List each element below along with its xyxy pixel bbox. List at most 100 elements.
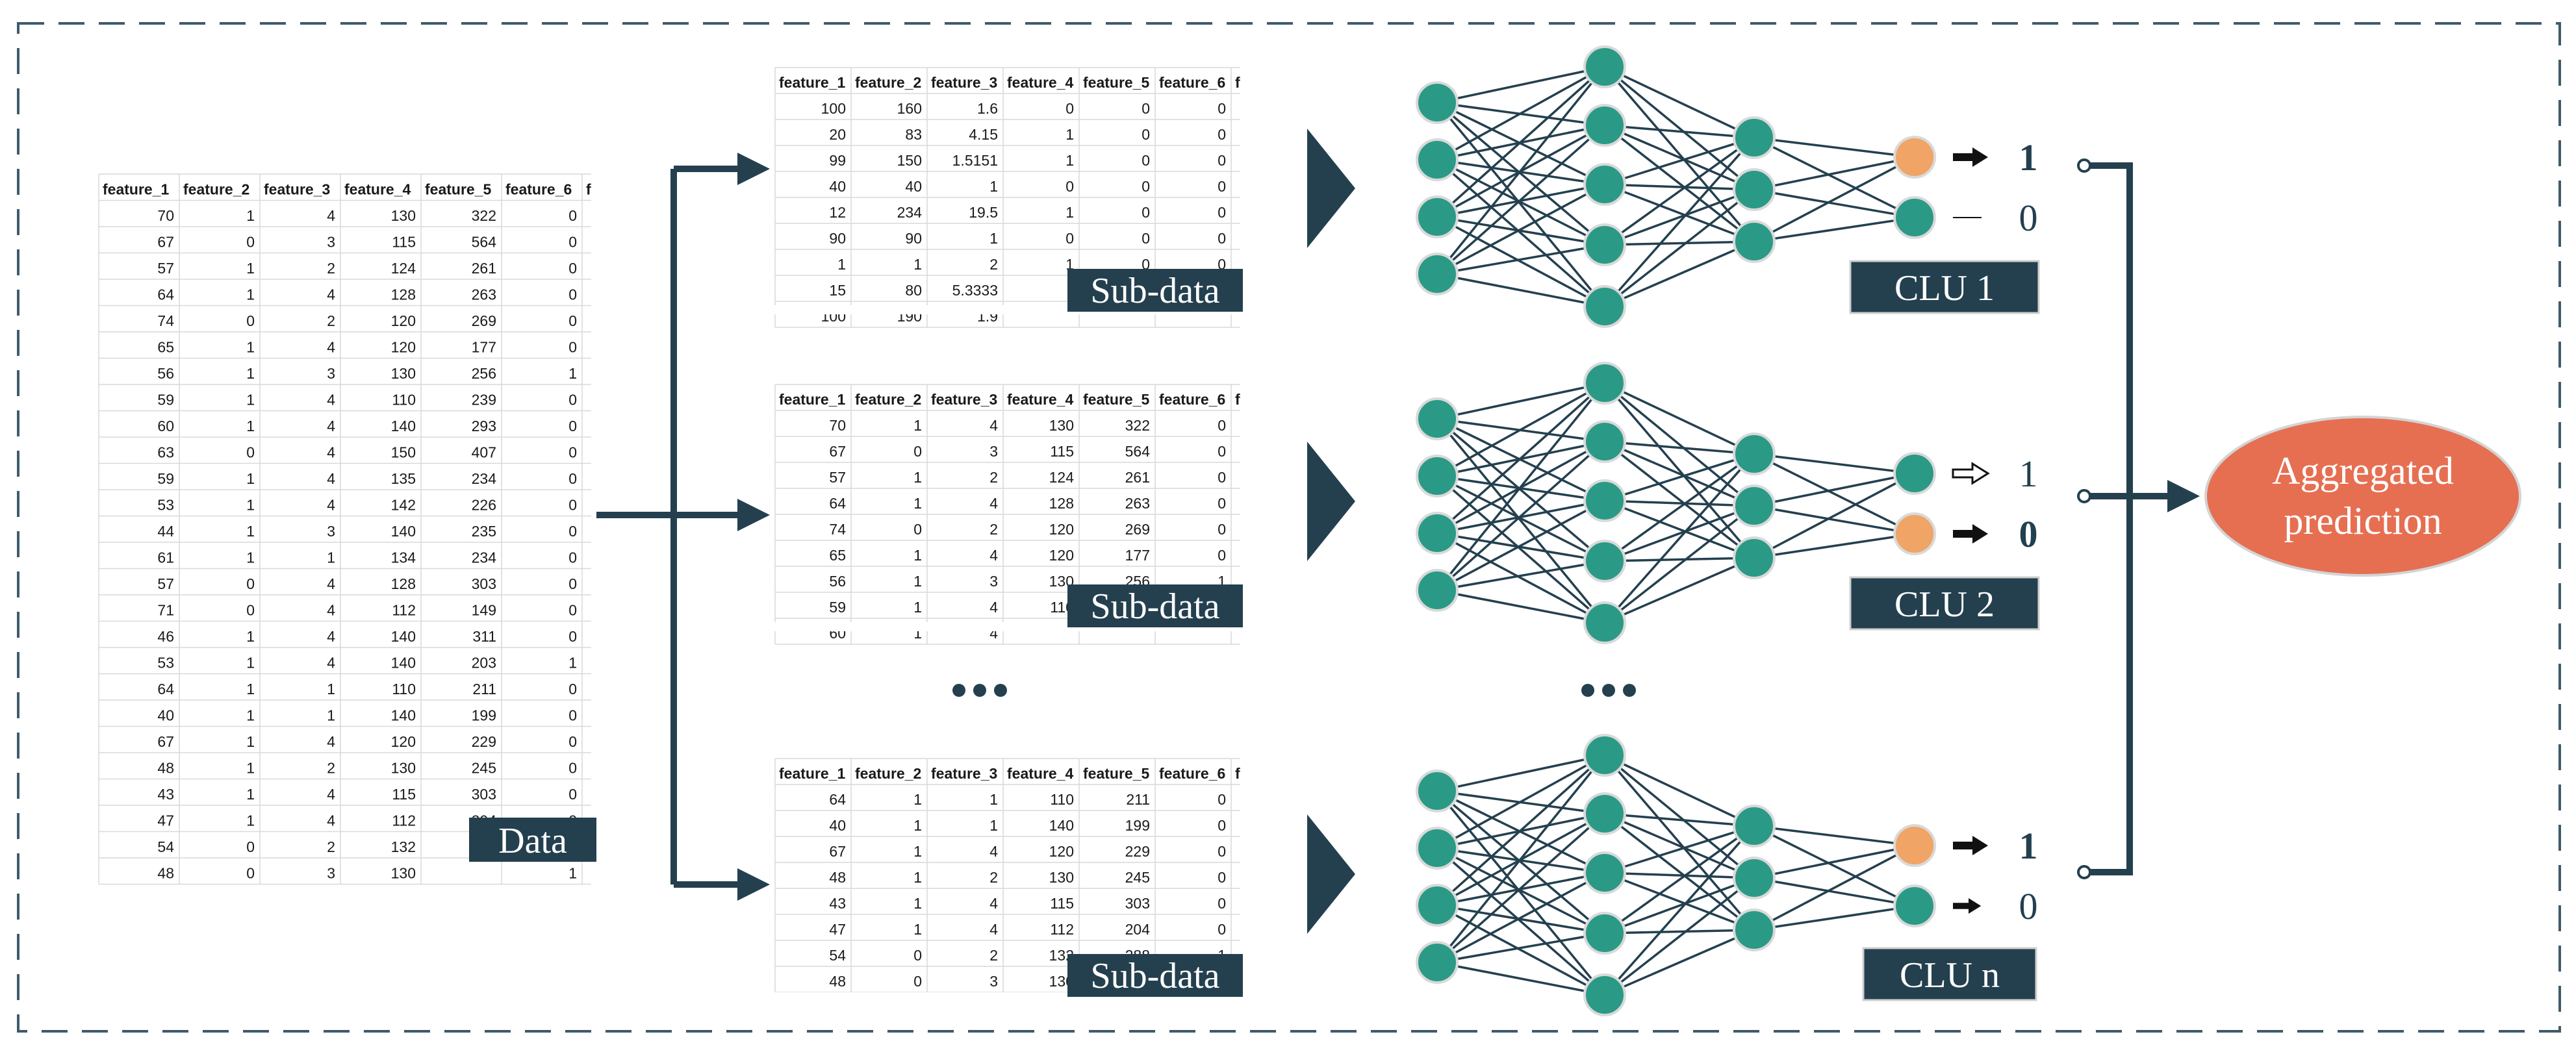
subdata-label-1: Sub-data [1067, 269, 1243, 312]
network-edge [1604, 183, 1755, 243]
table-cell: 19.5 [969, 204, 998, 221]
network-edge [1436, 754, 1605, 849]
network-edge [1753, 136, 1915, 219]
table-cell: 4 [327, 444, 335, 461]
table-cell: 2 [327, 260, 335, 277]
network-edge [1604, 557, 1755, 562]
table-cell: 71 [157, 602, 174, 619]
play-triangle [1307, 442, 1355, 561]
network-node [1416, 397, 1459, 440]
table-cell: 177 [472, 339, 496, 356]
table-cell: 0 [913, 521, 922, 538]
aggregated-line-1: Aggregated [2272, 449, 2454, 492]
table-cell: 1 [246, 655, 255, 671]
network-edge [1753, 825, 1915, 847]
network-edge [1603, 754, 1755, 931]
network-edge [1436, 418, 1606, 562]
table-cell: 2 [989, 947, 998, 964]
table-cell: 0 [1218, 256, 1226, 273]
table-cell: 4 [989, 921, 998, 938]
table-cell: 90 [905, 230, 922, 247]
network-edge [1436, 382, 1605, 477]
table-cell: 3 [989, 973, 998, 990]
table-cell: 235 [472, 523, 496, 540]
table-cell: 130 [391, 365, 416, 382]
table-cell: 0 [1218, 443, 1226, 460]
table-cell: 1 [1065, 126, 1074, 143]
table-cell: 46 [157, 628, 174, 645]
network-edge [1603, 754, 1755, 879]
table-cell: 1 [246, 786, 255, 803]
table-cell: 2 [327, 312, 335, 329]
table-cell: 1 [568, 655, 577, 671]
table-cell: 0 [1065, 230, 1074, 247]
table-cell: 47 [157, 812, 174, 829]
table-cell: 20 [829, 126, 846, 143]
table-cell: 140 [391, 628, 416, 645]
table-cell: 128 [391, 575, 416, 592]
network-edge [1436, 904, 1605, 996]
table-cell: 150 [391, 444, 416, 461]
table-cell: 1 [327, 707, 335, 724]
table-cell: 59 [829, 599, 846, 616]
table-cell: 61 [157, 549, 174, 566]
network-node [1583, 163, 1626, 206]
network-edge [1753, 453, 1915, 475]
table-cell: 211 [472, 681, 496, 697]
column-header: feature_4 [1007, 74, 1073, 91]
table-cell: 59 [157, 470, 174, 487]
table-cell: 4 [327, 786, 335, 803]
network-edge [1436, 66, 1606, 275]
network-edge [1604, 382, 1755, 455]
network-edge [1753, 844, 1915, 879]
table-cell: 124 [1049, 469, 1075, 486]
output-arrow [1953, 898, 1982, 914]
table-cell: 0 [568, 312, 577, 329]
table-cell: 3 [327, 865, 335, 882]
network-edge [1436, 101, 1606, 246]
column-header: feature_6 [505, 181, 572, 198]
network-node [1733, 116, 1776, 159]
network-edge [1436, 847, 1606, 996]
table-cell: 0 [568, 575, 577, 592]
table-clip [1240, 65, 1266, 330]
table-cell: 303 [472, 575, 496, 592]
table-cell: 234 [472, 470, 497, 487]
table-cell: 48 [157, 760, 174, 777]
bracket-dot [2077, 489, 2091, 503]
table-cell: 0 [568, 207, 577, 224]
network-node [1583, 479, 1626, 522]
aggregation-bracket [2077, 158, 2200, 879]
network-edge [1603, 453, 1755, 562]
table-cell: 4 [989, 599, 998, 616]
network-edge [1604, 183, 1755, 191]
output-node [1893, 452, 1936, 495]
network-edge [1436, 273, 1605, 308]
table-cell: 0 [246, 602, 255, 619]
network-node [1416, 569, 1459, 612]
network-node [1416, 941, 1459, 984]
table-cell: 1 [246, 260, 255, 277]
table-cell: 130 [391, 760, 416, 777]
table-cell: 211 [1126, 791, 1150, 808]
table-cell: 48 [829, 869, 846, 886]
network-edge [1604, 240, 1755, 308]
subdata-label-text: Sub-data [1090, 586, 1219, 627]
table-cell: 132 [391, 838, 416, 855]
clu-label: CLU n [1900, 955, 2000, 996]
table-cell: 4 [989, 547, 998, 564]
table-cell: 229 [1125, 843, 1150, 860]
table-cell: 204 [1125, 921, 1151, 938]
table-cell: 261 [1125, 469, 1150, 486]
table-cell: 4 [327, 733, 335, 750]
table-cell: 99 [829, 152, 846, 169]
table-cell: 1 [246, 470, 255, 487]
table-cell: 0 [1218, 126, 1226, 143]
output-arrow [1953, 524, 1988, 544]
network-node [1416, 138, 1459, 181]
table-cell: 1 [246, 549, 255, 566]
table-cell: 128 [1049, 495, 1074, 512]
